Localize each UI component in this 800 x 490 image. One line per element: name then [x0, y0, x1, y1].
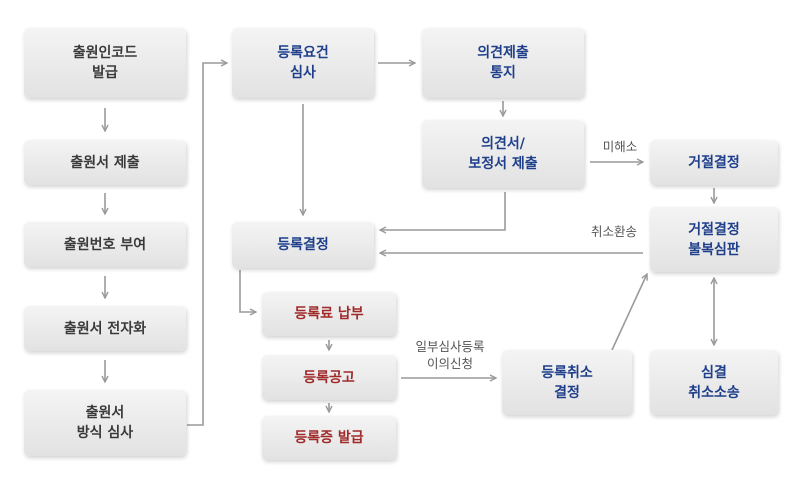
edge-label-remand: 취소환송: [590, 224, 637, 239]
node-registration-fee: 등록료 납부: [262, 292, 396, 336]
node-substantive-exam: 등록요건 심사: [232, 28, 374, 98]
arrow-cancellation-to-appeal: [611, 274, 647, 351]
arrow-formality-to-substantive: [187, 63, 227, 426]
edge-label-partial-exam-opposition: 일부심사등록 이의신청: [415, 339, 485, 371]
node-digitize-application: 출원서 전자화: [24, 306, 186, 351]
arrow-decision-to-fee: [239, 270, 256, 312]
edge-label-unresolved: 미해소: [602, 139, 638, 154]
node-cancellation-decision: 등록취소 결정: [502, 350, 632, 415]
node-applicant-code: 출원인코드 발급: [24, 28, 186, 98]
node-assign-number: 출원번호 부여: [24, 222, 186, 267]
node-registration-decision: 등록결정: [232, 222, 374, 268]
arrow-opinion-to-decision: [380, 192, 506, 230]
node-opinion-notice: 의견제출 통지: [422, 28, 584, 98]
node-trial-cancellation-suit: 심결 취소소송: [650, 350, 778, 415]
node-opinion-submission: 의견서/ 보정서 제출: [422, 120, 584, 188]
node-submit-application: 출원서 제출: [24, 140, 186, 185]
node-formality-exam: 출원서 방식 심사: [24, 390, 186, 456]
node-registration-publication: 등록공고: [262, 355, 396, 400]
node-certificate-issue: 등록증 발급: [262, 416, 396, 460]
node-rejection-appeal: 거절결정 불복심판: [650, 207, 778, 272]
node-rejection-decision: 거절결정: [650, 140, 778, 185]
